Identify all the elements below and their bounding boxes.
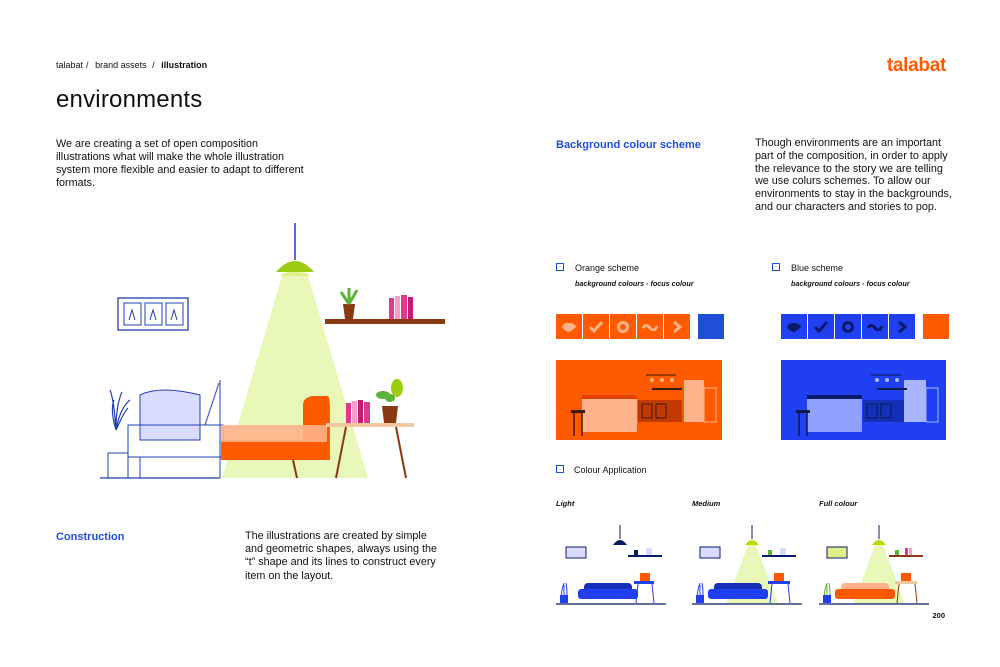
orange-scheme-label: Orange scheme [575, 263, 640, 273]
background-scheme-text: Though environments are an important par… [755, 137, 952, 213]
blue-scheme-kitchen-scene [781, 360, 946, 440]
orange-scheme-kitchen-scene [556, 360, 722, 440]
swatch-check-icon [583, 314, 609, 339]
swatch-cloud-icon [556, 314, 582, 339]
orange-scheme-subtitle: background colours - focus colour [575, 279, 694, 288]
breadcrumb-item-brand-assets[interactable]: brand assets [95, 60, 147, 70]
blue-swatch-row [781, 314, 949, 339]
page-title: environments [56, 86, 203, 113]
focus-colour-swatch [923, 314, 949, 339]
intro-text: We are creating a set of open compositio… [56, 138, 304, 189]
level-light-label: Light [556, 499, 575, 508]
swatch-chevron-icon [664, 314, 690, 339]
background-scheme-heading: Background colour scheme [556, 139, 701, 151]
focus-colour-swatch [698, 314, 724, 339]
blue-scheme-checkbox[interactable] [772, 263, 780, 271]
breadcrumb: talabat/ brand assets / illustration [56, 60, 208, 70]
light-application-thumbnail [556, 525, 666, 605]
blue-scheme-label: Blue scheme [791, 263, 844, 273]
colour-application-checkbox[interactable] [556, 465, 564, 473]
full-colour-application-thumbnail [819, 525, 929, 605]
swatch-cloud-icon [781, 314, 807, 339]
swatch-ring-icon [835, 314, 861, 339]
breadcrumb-item-talabat[interactable]: talabat [56, 60, 84, 70]
blue-scheme-subtitle: background colours - focus colour [791, 279, 910, 288]
swatch-chevron-icon [889, 314, 915, 339]
page-number: 200 [932, 611, 945, 620]
construction-heading: Construction [56, 531, 125, 543]
medium-application-thumbnail [692, 525, 802, 605]
environment-illustration [100, 223, 445, 479]
breadcrumb-current: illustration [161, 60, 208, 70]
level-full-colour-label: Full colour [819, 499, 858, 508]
swatch-wave-icon [862, 314, 888, 339]
swatch-ring-icon [610, 314, 636, 339]
level-medium-label: Medium [692, 499, 721, 508]
talabat-logo: talabat [886, 55, 946, 76]
construction-text: The illustrations are created by simple … [245, 530, 438, 582]
colour-application-label: Colour Application [574, 465, 647, 475]
swatch-check-icon [808, 314, 834, 339]
swatch-wave-icon [637, 314, 663, 339]
orange-swatch-row [556, 314, 724, 339]
orange-scheme-checkbox[interactable] [556, 263, 564, 271]
